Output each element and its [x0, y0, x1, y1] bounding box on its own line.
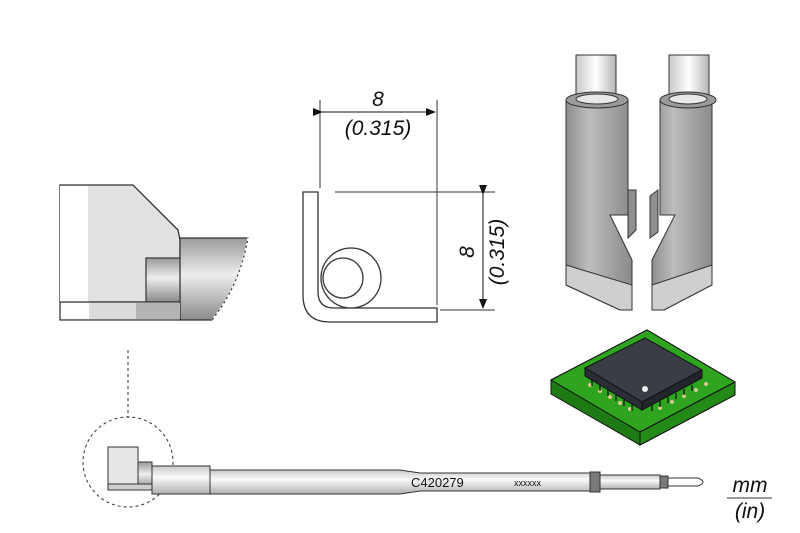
front-view — [302, 100, 495, 323]
cartridge-side-view — [107, 446, 704, 495]
width-dimension-mm: 8 — [372, 88, 384, 111]
width-dimension-in: (0.315) — [345, 117, 412, 140]
side-profile-view — [59, 184, 249, 321]
cartridge-part-number: C420279 — [411, 475, 464, 490]
detail-circle — [82, 416, 174, 508]
nozzle-left — [565, 54, 637, 311]
nozzle-right — [649, 54, 717, 311]
nozzle-pair-3d — [565, 54, 717, 311]
unit-mm: mm — [733, 474, 768, 497]
cartridge-serial: xxxxxx — [514, 478, 542, 488]
height-dimension-mm: 8 — [456, 246, 479, 258]
qfp-chip-on-pcb — [549, 329, 737, 446]
unit-in: (in) — [735, 500, 765, 523]
height-dimension-in: (0.315) — [486, 219, 509, 286]
